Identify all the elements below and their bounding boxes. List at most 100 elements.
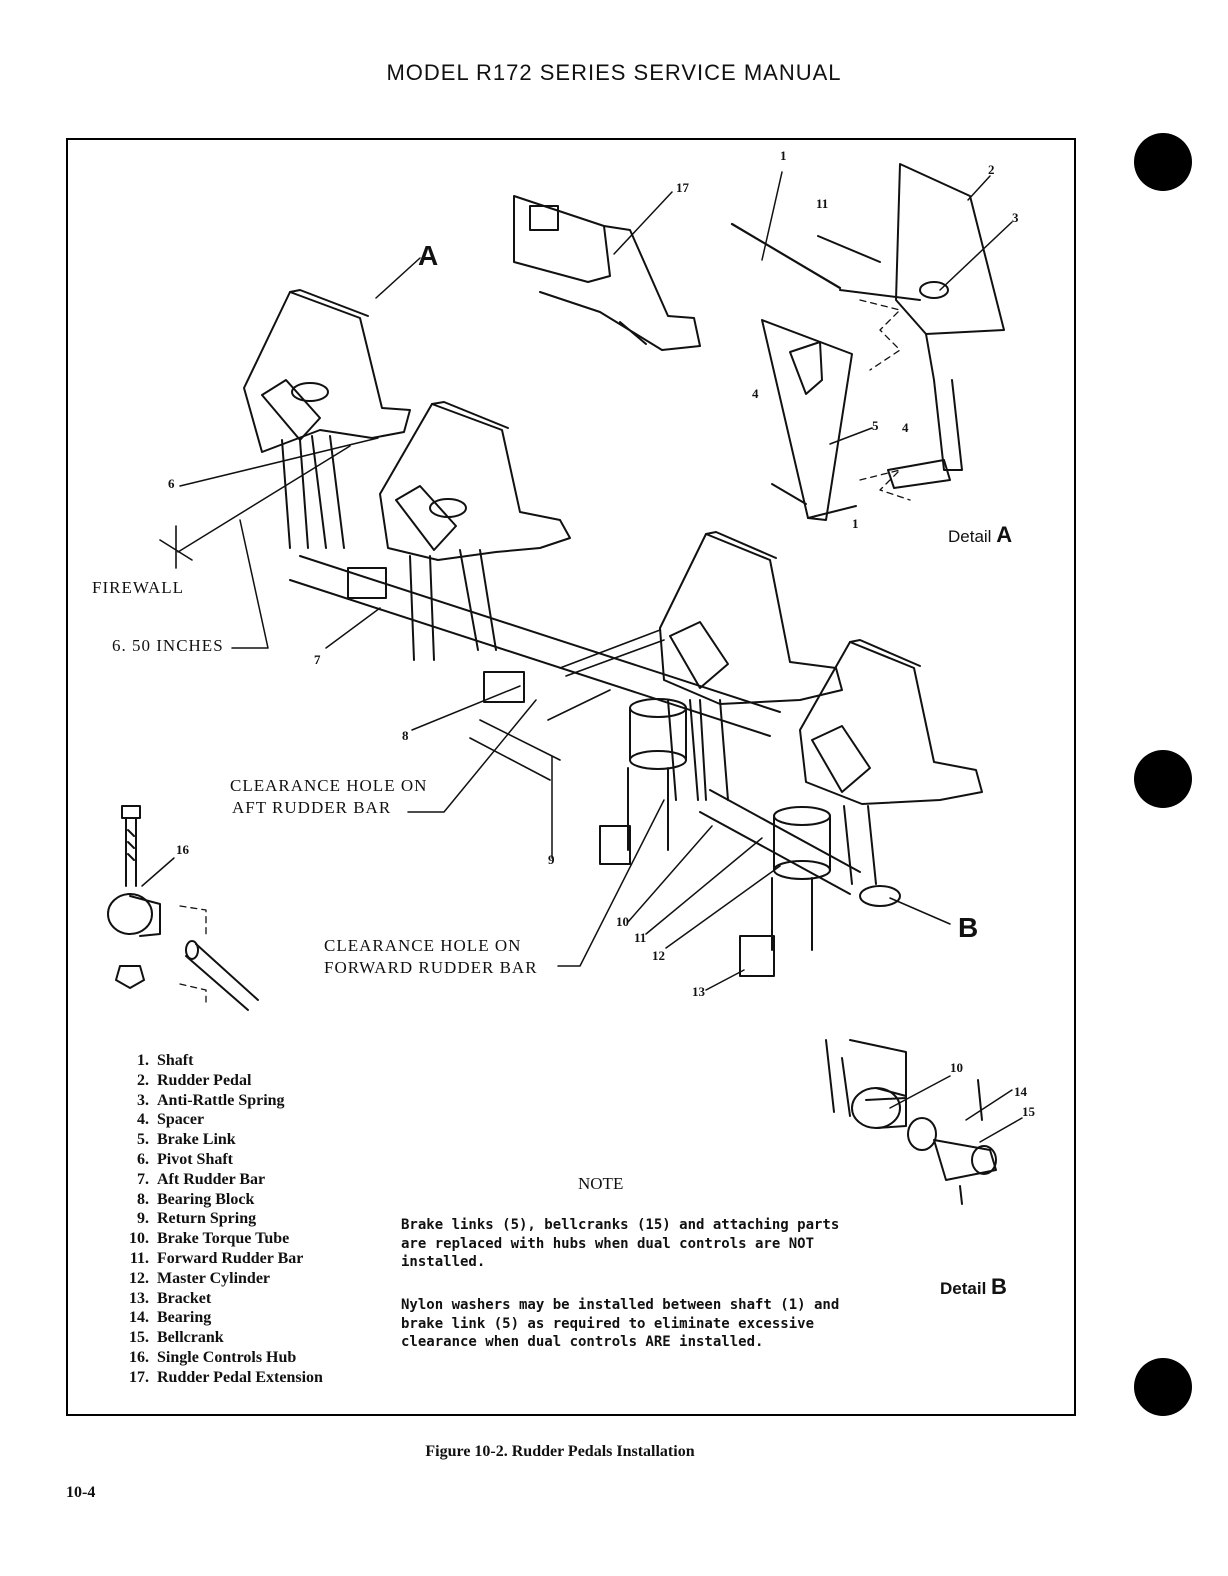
callout-15: 15: [1022, 1104, 1035, 1119]
legend-number: 17.: [129, 1368, 149, 1386]
legend-number: 10.: [129, 1230, 149, 1248]
rudder-pedal-extension: [513, 191, 701, 351]
legend-number: 3.: [137, 1091, 149, 1109]
callout-1b: 1: [852, 516, 859, 531]
note-paragraph-1: Brake links (5), bellcranks (15) and att…: [401, 1217, 840, 1270]
detail-b-caption: Detail B: [940, 1274, 1007, 1299]
callout-8: 8: [402, 728, 409, 743]
legend-text: Rudder Pedal Extension: [157, 1368, 323, 1386]
legend-item: 7.Aft Rudder Bar: [111, 1170, 323, 1190]
punch-hole-bottom: [1134, 1358, 1192, 1416]
punch-hole-top: [1134, 133, 1192, 191]
legend-item: 12. Master Cylinder: [111, 1269, 323, 1289]
legend-item: 6. Pivot Shaft: [111, 1150, 323, 1170]
legend-number: 9.: [137, 1210, 149, 1228]
view-b-letter: B: [958, 912, 979, 943]
punch-hole-middle: [1134, 750, 1192, 808]
legend-number: 7.: [137, 1170, 149, 1188]
cable-lines: [547, 629, 665, 721]
rudder-pedal-1: [243, 289, 411, 549]
callout-3: 3: [1012, 210, 1019, 225]
legend-item: 16.Single Controls Hub: [111, 1348, 323, 1368]
detail-b-drawing: [825, 1039, 1023, 1205]
master-cylinder-left: [599, 698, 687, 865]
legend-item: 14. Bearing: [111, 1308, 323, 1328]
fwd-hole-label-1: CLEARANCE HOLE ON: [324, 936, 522, 955]
aft-rudder-bar: [289, 555, 781, 737]
leader-lines: [177, 257, 951, 991]
legend-number: 13.: [129, 1289, 149, 1307]
legend-number: 6.: [137, 1150, 149, 1168]
legend-text: Anti-Rattle Spring: [157, 1091, 285, 1109]
single-controls-hub-drawing: [107, 805, 259, 1011]
master-cylinder-right: [739, 806, 831, 977]
legend-item: 13.Bracket: [111, 1289, 323, 1309]
callout-6: 6: [168, 476, 175, 491]
note-heading: NOTE: [578, 1174, 624, 1193]
legend-text: Master Cylinder: [157, 1269, 271, 1287]
bearing-block-left: [347, 567, 387, 599]
callout-7: 7: [314, 652, 321, 667]
figure-frame: [66, 138, 1076, 1416]
manual-title: MODEL R172 SERIES SERVICE MANUAL: [386, 60, 842, 85]
legend-text: Single Controls Hub: [157, 1348, 297, 1366]
legend-text: Forward Rudder Bar: [157, 1249, 304, 1267]
callout-13: 13: [692, 984, 705, 999]
detail-a-drawing: [730, 163, 1013, 521]
firewall-label: FIREWALL: [92, 578, 185, 597]
callout-10: 10: [616, 914, 629, 929]
legend-number: 5.: [137, 1131, 149, 1149]
legend-number: 1.: [137, 1052, 149, 1069]
bearing-block-center: [483, 671, 525, 703]
aft-hole-label-2: AFT RUDDER BAR: [232, 798, 392, 817]
callout-12: 12: [652, 948, 665, 963]
legend-item: 17. Rudder Pedal Extension: [111, 1368, 323, 1388]
figure-caption: Figure 10-2. Rudder Pedals Installation: [425, 1443, 695, 1460]
legend-text: Bearing Block: [157, 1190, 255, 1208]
legend-item: 5. Brake Link: [111, 1130, 323, 1150]
legend-text: Bellcrank: [157, 1329, 224, 1347]
legend-number: 8.: [137, 1190, 149, 1208]
callout-5: 5: [872, 418, 879, 433]
callout-10b: 10: [950, 1060, 963, 1075]
callout-11: 11: [634, 930, 647, 945]
page-number: 10-4: [66, 1484, 96, 1501]
legend-item: 9. Return Spring: [111, 1209, 323, 1229]
legend-number: 2.: [137, 1071, 149, 1089]
legend-item: 10. Brake Torque Tube: [111, 1229, 323, 1249]
legend-item: 8. Bearing Block: [111, 1190, 323, 1210]
note-paragraph-2: Nylon washers may be installed between s…: [401, 1297, 840, 1350]
aft-hole-label-1: CLEARANCE HOLE ON: [230, 776, 428, 795]
legend-item: 1. Shaft: [111, 1051, 323, 1071]
view-a-letter: A: [418, 240, 439, 271]
fwd-hole-label-2: FORWARD RUDDER BAR: [324, 958, 538, 977]
legend-text: Bearing: [157, 1309, 212, 1327]
rudder-pedal-3: [659, 531, 843, 801]
inches-label: 6. 50 INCHES: [112, 636, 224, 655]
callout-9: 9: [548, 852, 555, 867]
legend-text: Brake Link: [157, 1131, 236, 1149]
legend-text: Brake Torque Tube: [157, 1230, 290, 1248]
callout-17: 17: [676, 180, 689, 195]
legend-text: Return Spring: [157, 1210, 257, 1228]
legend-item: 3. Anti-Rattle Spring: [111, 1091, 323, 1111]
legend-text: Pivot Shaft: [157, 1150, 233, 1168]
rudder-pedal-2: [379, 401, 571, 661]
legend-text: Shaft: [157, 1052, 194, 1069]
forward-rudder-bar: [699, 789, 861, 895]
callout-4b: 4: [902, 420, 909, 435]
callout-2: 2: [988, 162, 995, 177]
legend-number: 12.: [129, 1269, 149, 1287]
firewall-mark: [159, 525, 193, 569]
legend-number: 11.: [129, 1249, 149, 1267]
detail-a-caption: Detail A: [948, 522, 1013, 547]
rudder-pedal-4: [799, 639, 983, 907]
legend-number: 4.: [137, 1111, 149, 1129]
return-spring-tube: [469, 719, 561, 781]
legend-item: 2.Rudder Pedal: [111, 1071, 323, 1091]
callout-1: 1: [780, 148, 787, 163]
callout-16: 16: [176, 842, 189, 857]
legend-number: 14.: [129, 1309, 149, 1327]
legend-item: 11. Forward Rudder Bar: [111, 1249, 323, 1269]
